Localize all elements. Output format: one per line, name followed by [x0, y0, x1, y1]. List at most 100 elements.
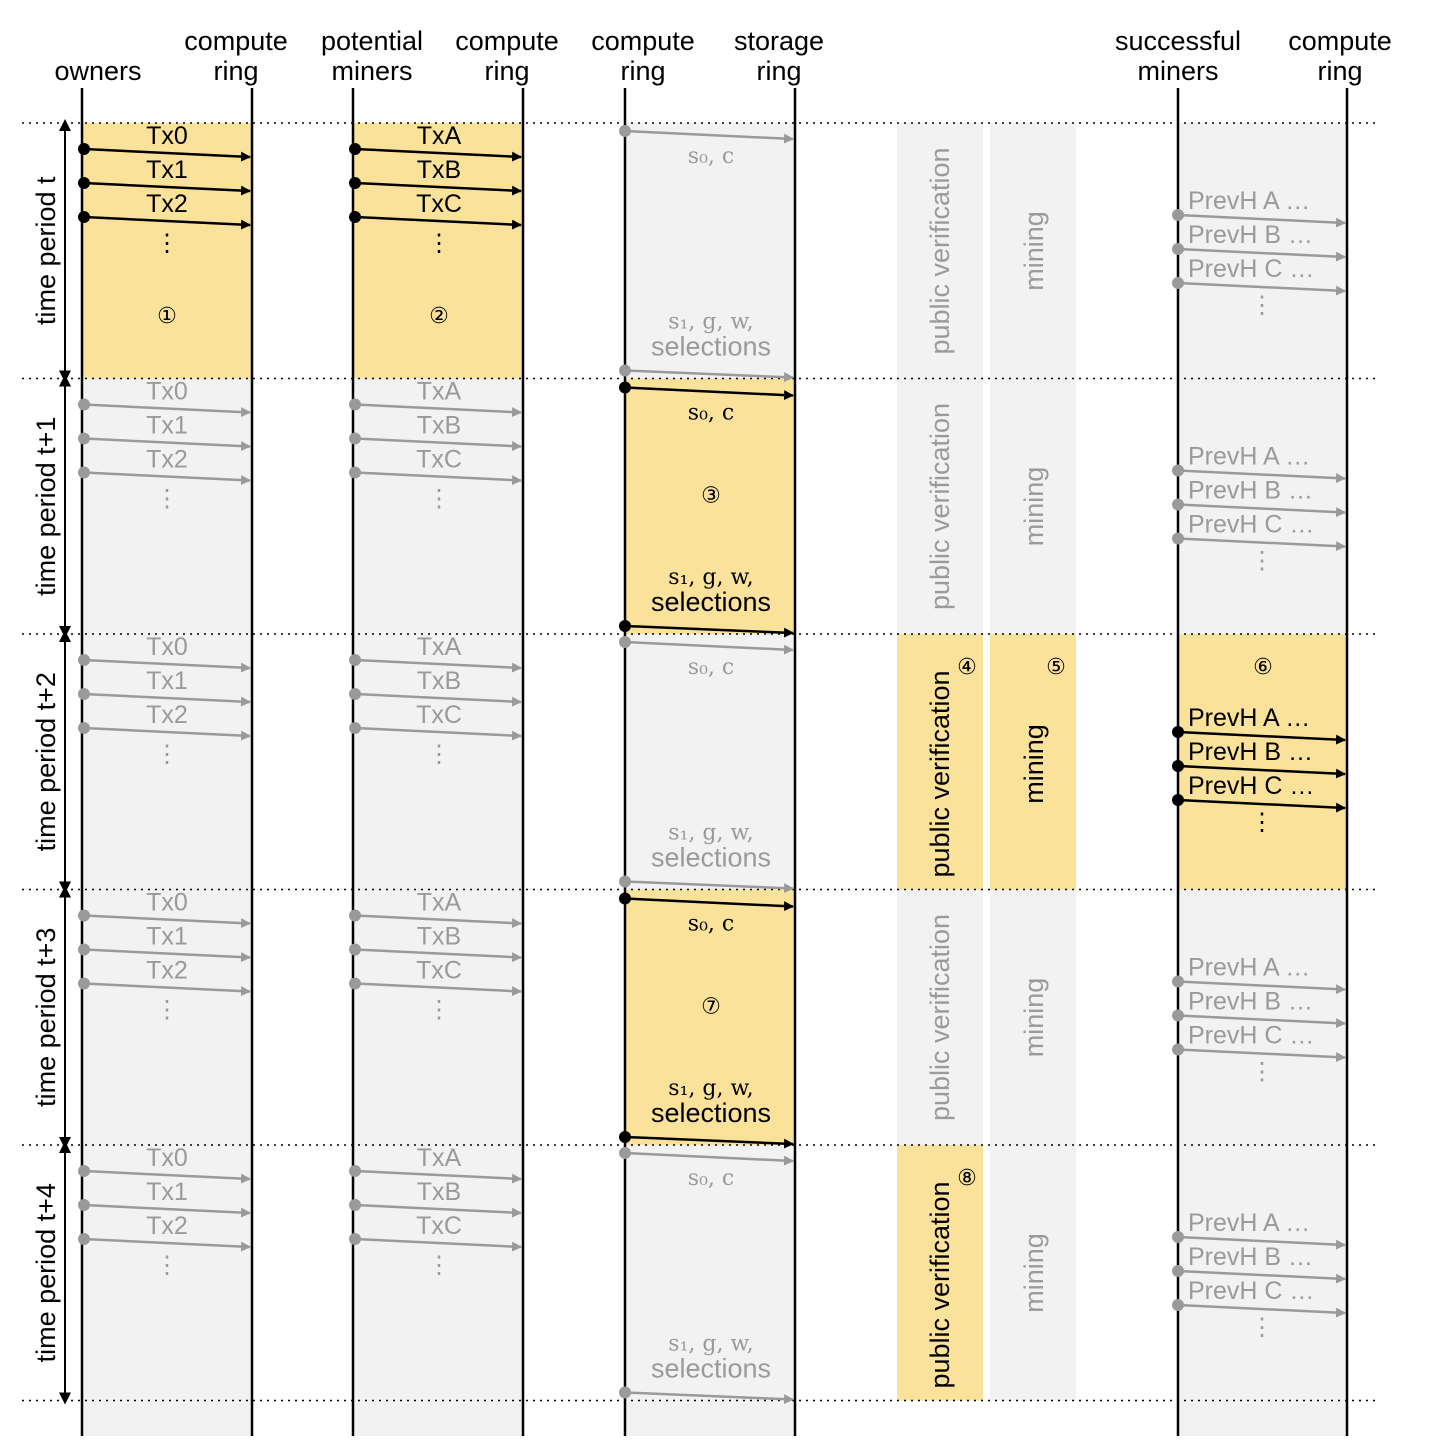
prevhash-label-1-p2: PrevH B … [1188, 738, 1313, 766]
owner-tx-label-1-p4: Tx1 [146, 1178, 188, 1206]
compute-storage-block-p2 [625, 634, 795, 890]
compute-storage-block-p0 [625, 123, 795, 379]
prevhash-arrow-2-p0 [1177, 281, 1346, 296]
step-marker-3: ③ [701, 484, 721, 509]
public-verification-label-p4: public verification [925, 1181, 955, 1388]
tail-block-1 [353, 1400, 523, 1436]
prevhash-label-0-p2: PrevH A … [1188, 704, 1310, 732]
prevhash-label-2-p2: PrevH C … [1188, 772, 1314, 800]
header-potential-miners-line1: potential [321, 26, 423, 56]
prevhash-label-1-p3: PrevH B … [1188, 988, 1313, 1016]
prevhash-arrow-2-p4 [1177, 1303, 1346, 1318]
mining-block-p2 [990, 634, 1076, 890]
miner-tx-label-1-p2: TxB [417, 667, 461, 695]
prevhash-arrow-1-p4 [1177, 1269, 1346, 1284]
miner-tx-arrow-1-p2 [354, 692, 522, 707]
owners-block-p0 [82, 123, 252, 379]
step-marker-5: ⑤ [1046, 655, 1066, 680]
miner-tx-label-0-p0: TxA [417, 122, 462, 150]
potential-miners-block-p1 [353, 378, 523, 634]
prevhash-label-1-p1: PrevH B … [1188, 477, 1313, 505]
column-headers: owners compute ring potential miners com… [54, 26, 1391, 86]
owner-tx-arrow-0-p2 [83, 658, 251, 673]
step-marker-7: ⑦ [701, 995, 721, 1020]
miner-more-ellipsis-p2: ⋮ [427, 741, 451, 768]
header-compute-ring-4-line1: compute [1288, 26, 1392, 56]
owner-tx-label-1-p2: Tx1 [146, 667, 188, 695]
owner-tx-arrow-0-p1 [83, 403, 251, 418]
period-label-p0: time period t [31, 176, 61, 325]
owner-tx-label-2-p1: Tx2 [146, 446, 188, 474]
owner-tx-arrow-2-p3 [83, 982, 251, 997]
miner-tx-label-0-p1: TxA [417, 378, 462, 406]
owner-tx-arrow-2-p2 [83, 726, 251, 741]
miner-tx-arrow-2-p2 [354, 726, 522, 741]
selections-label-p0: selections [651, 332, 771, 362]
header-compute-ring-1-line2: ring [213, 56, 258, 86]
owner-tx-arrow-0-p4 [83, 1169, 251, 1184]
prevhash-label-2-p3: PrevH C … [1188, 1022, 1314, 1050]
miner-more-ellipsis-p1: ⋮ [427, 486, 451, 513]
potential-miners-block-p0 [353, 123, 523, 379]
s0-label-p0: s₀, c [688, 144, 734, 169]
prevhash-arrow-0-p3 [1177, 980, 1346, 995]
public-verification-block-p4 [897, 1145, 983, 1401]
header-compute-ring-4-line2: ring [1317, 56, 1362, 86]
prevhash-arrow-2-p2 [1177, 798, 1346, 813]
owner-more-ellipsis-p2: ⋮ [155, 741, 179, 768]
public-verification-block-p3 [897, 889, 983, 1145]
s1-label-p2: s₁, g, w, [668, 821, 753, 846]
s1-label-p3: s₁, g, w, [668, 1076, 753, 1101]
miner-tx-label-2-p3: TxC [416, 957, 462, 985]
header-compute-ring-2-line2: ring [484, 56, 529, 86]
s1-arrow-p4 [624, 1391, 794, 1405]
owner-tx-arrow-1-p3 [83, 948, 251, 963]
miner-tx-arrow-1-p3 [354, 948, 522, 963]
selections-label-p3: selections [651, 1098, 771, 1128]
step-marker-8: ⑧ [957, 1166, 977, 1191]
potential-miners-block-p3 [353, 889, 523, 1145]
miner-tx-label-2-p0: TxC [416, 190, 462, 218]
prevhash-label-0-p3: PrevH A … [1188, 954, 1310, 982]
prevhash-label-2-p1: PrevH C … [1188, 511, 1314, 539]
s1-label-p1: s₁, g, w, [668, 565, 753, 590]
compute-storage-block-p3 [625, 889, 795, 1145]
mining-block-p4 [990, 1145, 1076, 1401]
header-storage-ring-line2: ring [756, 56, 801, 86]
public-verification-label-p1: public verification [925, 403, 955, 610]
owners-block-p1 [82, 378, 252, 634]
miner-tx-arrow-1-p4 [354, 1203, 522, 1218]
public-verification-label-p2: public verification [925, 670, 955, 877]
miner-tx-arrow-0-p3 [354, 914, 522, 929]
mining-label-p1: mining [1019, 467, 1049, 547]
selections-label-p1: selections [651, 587, 771, 617]
public-verification-block-p1 [897, 378, 983, 634]
owners-block-p2 [82, 634, 252, 890]
prevhash-arrow-1-p2 [1177, 764, 1346, 779]
prevhash-label-0-p4: PrevH A … [1188, 1209, 1310, 1237]
mining-label-p2: mining [1019, 724, 1049, 804]
step-marker-1: ① [157, 304, 177, 329]
header-compute-ring-2-line1: compute [455, 26, 559, 56]
tail-block-3 [1178, 1400, 1347, 1436]
owners-block-p3 [82, 889, 252, 1145]
owner-tx-arrow-1-p4 [83, 1203, 251, 1218]
miner-tx-arrow-2-p1 [354, 471, 522, 486]
period-label-p2: time period t+2 [31, 672, 61, 851]
miner-more-ellipsis-p3: ⋮ [427, 997, 451, 1024]
step-marker-4: ④ [957, 655, 977, 680]
prevhash-label-1-p4: PrevH B … [1188, 1243, 1313, 1271]
owner-tx-arrow-2-p4 [83, 1237, 251, 1252]
owner-tx-arrow-2-p0 [83, 215, 251, 230]
owner-more-ellipsis-p0: ⋮ [155, 230, 179, 257]
owner-tx-label-2-p4: Tx2 [146, 1212, 188, 1240]
owner-tx-label-2-p2: Tx2 [146, 701, 188, 729]
s0-label-p1: s₀, c [688, 401, 734, 426]
miner-tx-label-2-p2: TxC [416, 701, 462, 729]
miner-tx-arrow-2-p3 [354, 982, 522, 997]
owner-tx-label-1-p3: Tx1 [146, 923, 188, 951]
period-label-p4: time period t+4 [31, 1183, 61, 1362]
owner-tx-label-0-p1: Tx0 [146, 378, 188, 406]
owner-tx-label-2-p0: Tx2 [146, 190, 188, 218]
prevhash-label-2-p4: PrevH C … [1188, 1277, 1314, 1305]
